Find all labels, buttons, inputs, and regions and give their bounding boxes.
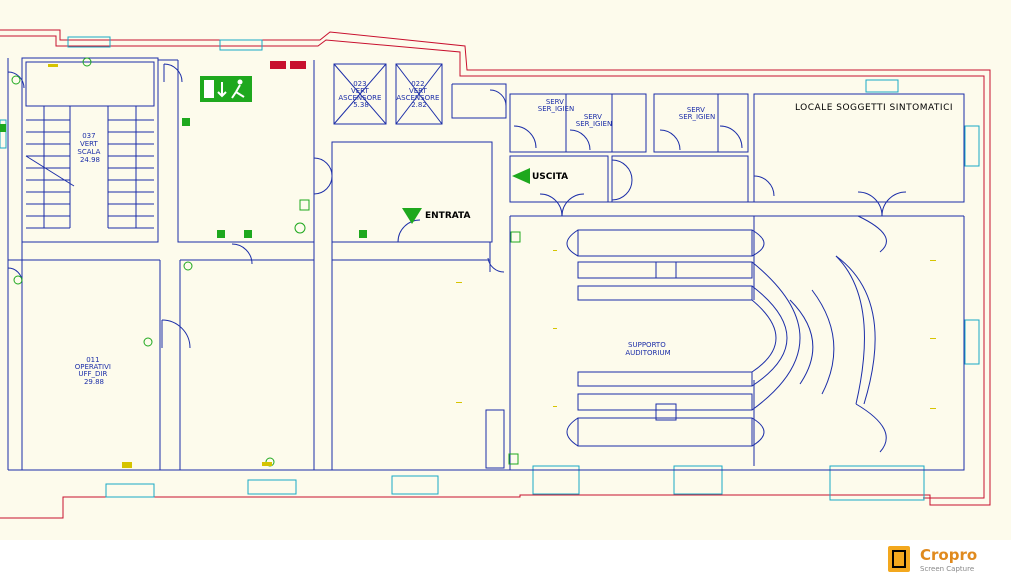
windows (0, 36, 980, 501)
safety-signs (0, 57, 530, 467)
cropro-watermark: Cropro Screen Capture (888, 546, 977, 573)
room-023-label: 023 VERT ASCENSORE 5.38 (338, 80, 383, 109)
room-011-label: 011 OPERATIVI UFF_DIR 29.88 (75, 356, 113, 386)
emergency-exit-sign-icon (200, 76, 252, 102)
locale-soggetti-label: LOCALE SOGGETTI SINTOMATICI (795, 103, 953, 113)
yellow-markers (48, 64, 936, 468)
doors (7, 63, 907, 349)
auditorium-label: SUPPORTO AUDITORIUM (625, 341, 670, 357)
uscita-label: USCITA (532, 172, 568, 182)
notice-board-icon (299, 199, 521, 465)
plan-paper (0, 0, 1011, 540)
room-022-label: 022 VERT ASCENSORE 2.82 (396, 80, 441, 109)
red-marker-signs (270, 61, 306, 69)
room-serv-2-label: SERV SER_IGIEN (576, 113, 612, 128)
room-serv-1-label: SERV SER_IGIEN (538, 98, 574, 113)
room-labels: 037 VERT SCALA 24.98 023 VERT ASCENSORE … (75, 80, 953, 386)
entrata-label: ENTRATA (425, 211, 470, 221)
fire-extinguisher-icon (0, 118, 367, 238)
exit-arrow-icon (512, 168, 530, 184)
watermark-subtitle: Screen Capture (920, 565, 974, 573)
inner-walls (7, 57, 965, 471)
room-037-label: 037 VERT SCALA 24.98 (77, 132, 102, 164)
entrance-arrow-icon (402, 208, 422, 224)
watermark-name: Cropro (920, 546, 977, 564)
room-serv-3-label: SERV SER_IGIEN (679, 106, 715, 121)
